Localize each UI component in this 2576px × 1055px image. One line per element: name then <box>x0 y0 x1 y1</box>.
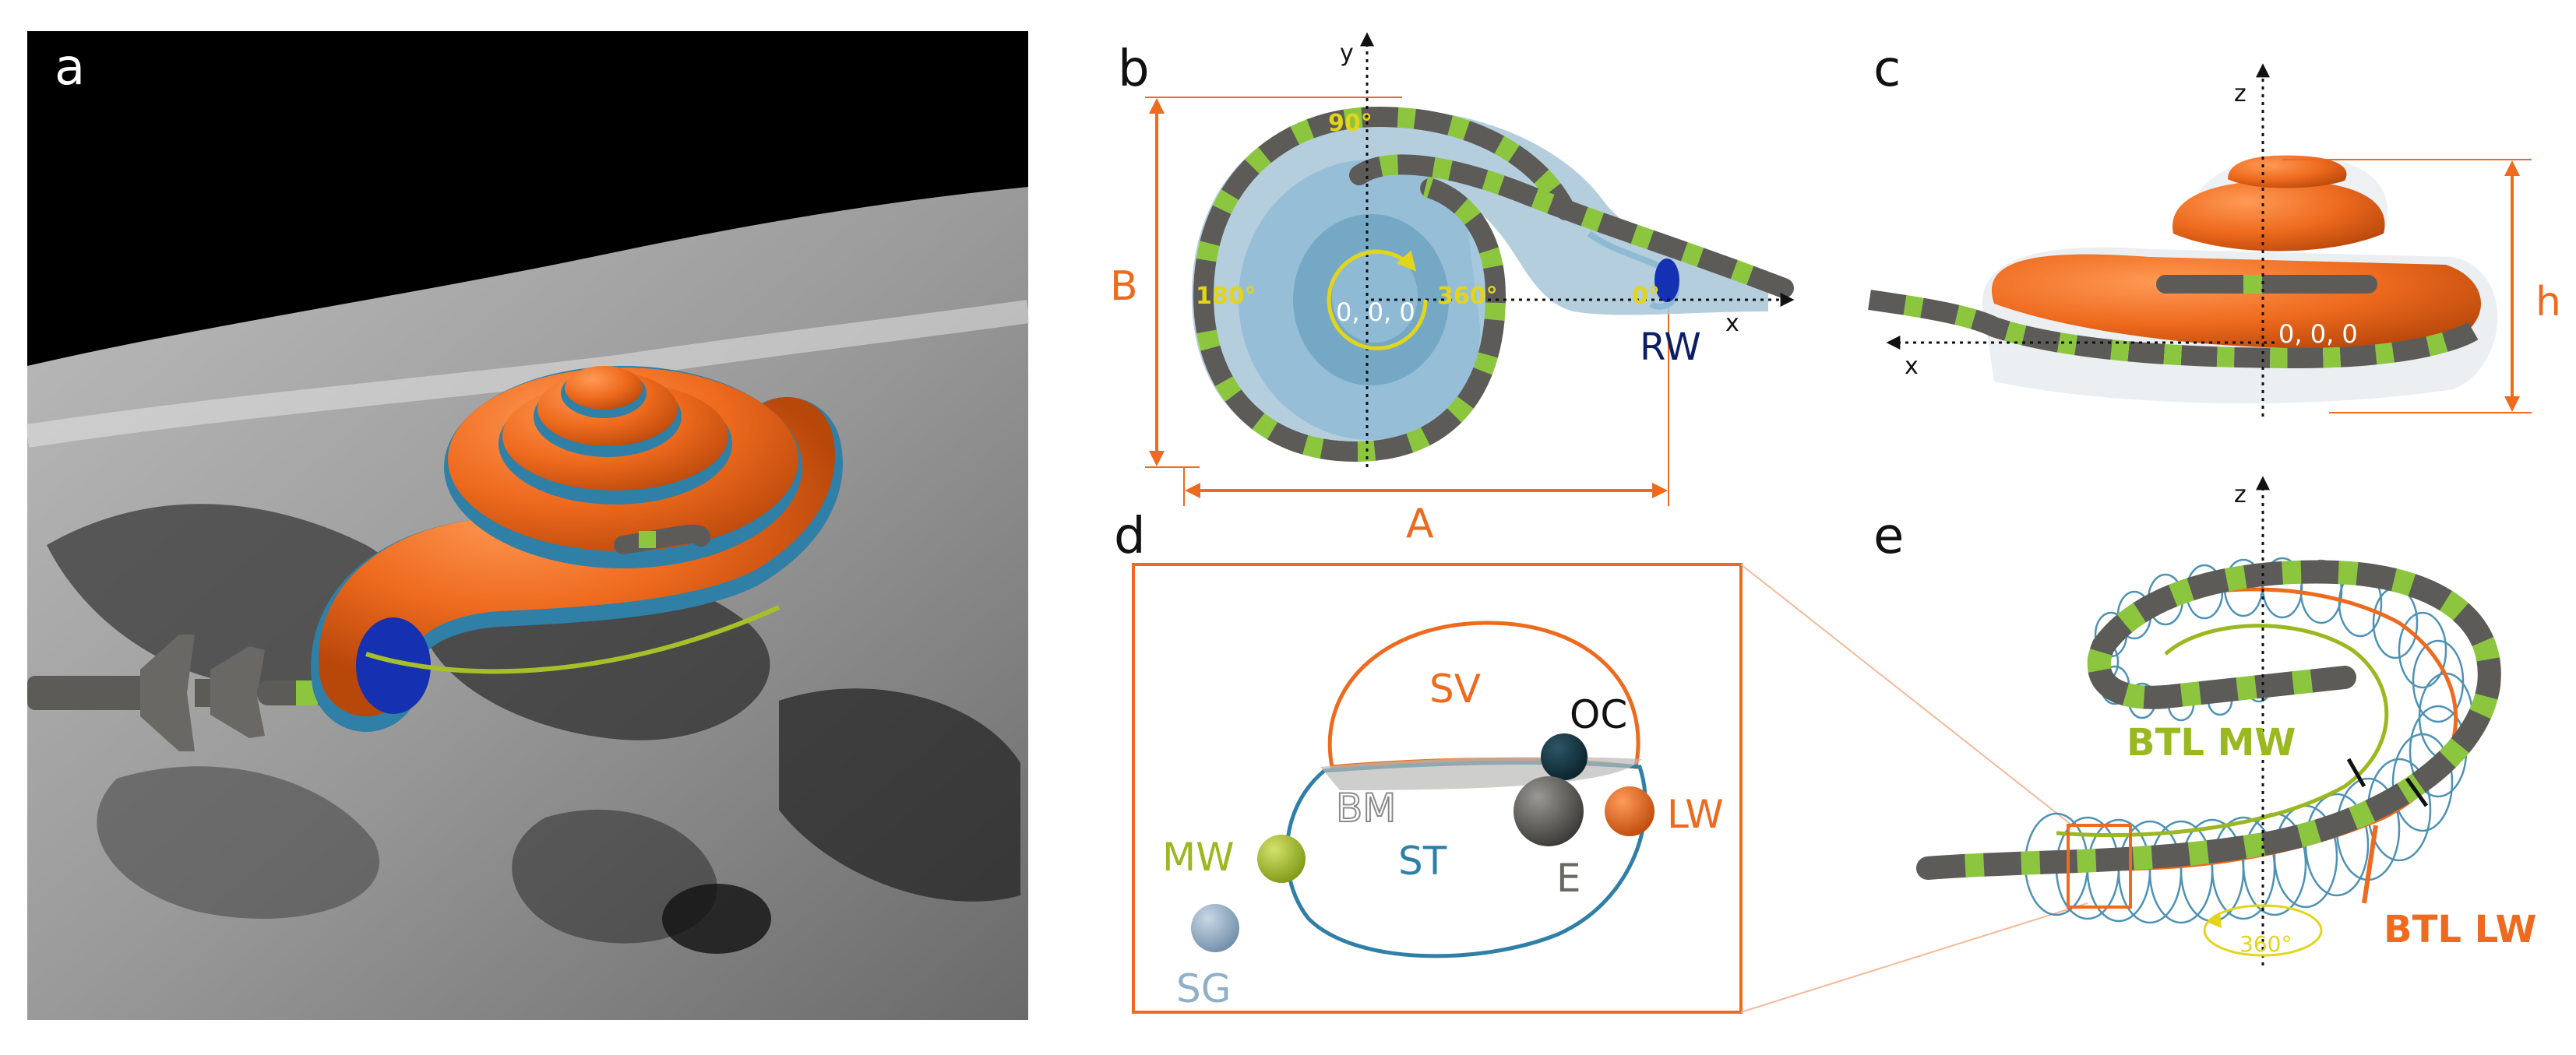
label-bm: BM <box>1336 786 1396 831</box>
label-oc: OC <box>1570 692 1627 737</box>
panel-c: c z x 0, 0, 0 h <box>1868 40 2561 417</box>
cochlea-model-icon <box>311 366 843 732</box>
angle-180: 180° <box>1196 283 1256 310</box>
cross-section-frame <box>1132 563 1743 1014</box>
z-axis-label-e: z <box>2234 481 2247 508</box>
rotation-arrowhead-e <box>2208 913 2222 928</box>
panel-a: a <box>25 31 1031 1020</box>
label-st: ST <box>1398 839 1447 884</box>
zoom-line-top <box>1740 564 2073 826</box>
rotation-arrow-b <box>1327 249 1428 350</box>
label-mw: MW <box>1162 835 1235 880</box>
ct-dark-region-4 <box>97 766 379 919</box>
panel-letter-a: a <box>55 39 85 97</box>
dim-a-label: A <box>1406 501 1434 547</box>
electrode-contacts-e <box>1926 560 2501 880</box>
rotation-arrow-e <box>2203 904 2323 957</box>
round-window-marker <box>1654 258 1679 302</box>
panel-letter-c: c <box>1873 40 1901 98</box>
angle-90: 90° <box>1328 110 1373 137</box>
angle-360-e: 360° <box>2239 931 2292 957</box>
btl-modiolar-wall-path <box>2056 624 2389 837</box>
electrode-array-c <box>1868 290 2479 369</box>
electrode-array-e <box>1916 560 2501 880</box>
x-axis-label-b: x <box>1725 310 1739 337</box>
angle-360: 360° <box>1437 283 1498 310</box>
panel-letter-d: d <box>1114 508 1146 565</box>
cross-section-selector <box>2067 824 2132 909</box>
lateral-wall-marker <box>1605 786 1654 836</box>
apical-turn-c <box>2228 155 2347 188</box>
dim-b-label: B <box>1110 263 1138 310</box>
label-lw: LW <box>1667 792 1724 837</box>
zoom-line-bottom <box>1740 902 2088 1013</box>
electrode-marker <box>1514 776 1584 846</box>
label-btl-lw: BTL LW <box>2384 908 2536 951</box>
origin-label-c: 0, 0, 0 <box>2278 319 2358 349</box>
spiral-ganglion-marker <box>1191 904 1239 952</box>
label-sv: SV <box>1429 666 1481 712</box>
round-window-label: RW <box>1640 325 1701 369</box>
btl-lw-leader <box>2362 825 2378 904</box>
label-btl-mw: BTL MW <box>2127 721 2296 765</box>
z-axis-label-c: z <box>2234 80 2247 107</box>
contact-tick-1 <box>2346 758 2366 788</box>
label-sg: SG <box>1176 966 1231 1011</box>
middle-turn-c <box>2173 180 2385 251</box>
panel-b: b B A y x 90° 180° 360° 0° <box>1110 32 1795 547</box>
y-axis-label: y <box>1340 40 1354 67</box>
modiolar-wall-marker <box>1257 835 1306 883</box>
dim-h-label: h <box>2535 279 2561 325</box>
panel-letter-e: e <box>1873 508 1904 565</box>
panel-letter-b: b <box>1118 40 1150 98</box>
organ-of-corti-marker <box>1541 733 1588 780</box>
x-axis-label-c: x <box>1905 353 1919 380</box>
contact-tick-2 <box>2405 777 2429 807</box>
panel-d: d SV OC BM LW MW ST E SG <box>1114 508 2088 1014</box>
angle-0: 0° <box>1632 283 1660 310</box>
electrode-array-b <box>1193 106 1794 462</box>
label-e: E <box>1556 856 1581 901</box>
origin-label-b: 0, 0, 0 <box>1336 297 1415 327</box>
electrode-contacts-c <box>1868 290 2479 369</box>
ct-dark-region-6 <box>662 884 771 954</box>
ct-dark-region-3 <box>779 688 1020 902</box>
panel-e: e <box>1873 476 2536 965</box>
electrode-contact-c-apex <box>2243 275 2262 294</box>
